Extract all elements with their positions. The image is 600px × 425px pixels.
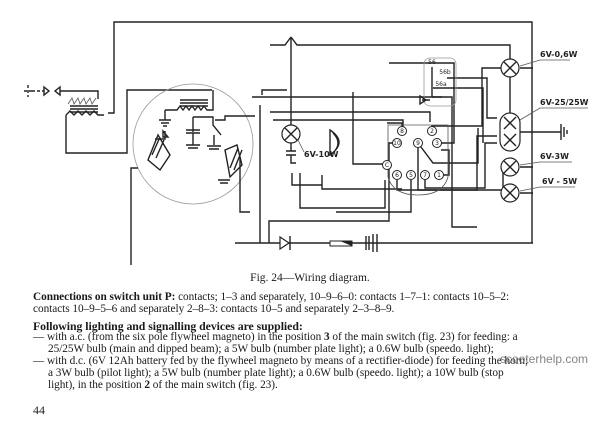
wiring-diagram: 56 56b 56a 8 2 10 9 3C6 5 7 1 bbox=[24, 21, 589, 265]
battery-icon bbox=[365, 234, 378, 252]
lamp-headlight-icon bbox=[499, 112, 521, 152]
dip-switch: 56 56b 56a bbox=[419, 57, 457, 107]
connections-line-1: Connections on switch unit P: contacts; … bbox=[33, 291, 510, 303]
switch-contact-C: C bbox=[382, 160, 392, 170]
svg-text:6V-10W: 6V-10W bbox=[304, 150, 339, 159]
svg-text:8: 8 bbox=[400, 128, 404, 135]
dc-line-2: a 3W bulb (pilot light); a 5W bulb (numb… bbox=[48, 367, 504, 379]
horn-icon bbox=[329, 128, 340, 157]
svg-text:6V-25/25W: 6V-25/25W bbox=[540, 98, 589, 107]
switch-contact-1: 1 bbox=[434, 170, 444, 180]
ac-line-2: 25/25W bulb (main and dipped beam); a 5W… bbox=[48, 343, 494, 355]
ac-line-1: — with a.c. (from the six pole flywheel … bbox=[33, 331, 518, 343]
ignition-coil-icon bbox=[60, 90, 104, 133]
svg-text:56a: 56a bbox=[435, 81, 447, 88]
svg-text:9: 9 bbox=[416, 140, 420, 147]
resistor-icon bbox=[329, 240, 353, 247]
svg-text:1: 1 bbox=[437, 172, 441, 179]
lamp-labels: 6V-0,6W 6V-25/25W 6V-3W 6V - 5W 6V-10W bbox=[297, 50, 589, 192]
spark-plug-icon bbox=[24, 85, 61, 97]
svg-text:3: 3 bbox=[435, 140, 439, 147]
switch-contact-9: 9 bbox=[413, 138, 423, 148]
ground-icon bbox=[560, 124, 568, 140]
svg-text:10: 10 bbox=[393, 140, 401, 147]
connections-line-2: contacts 10–9–5–6 and separately 2–8–3: … bbox=[33, 303, 395, 315]
dc-line-3: light), in the position 2 of the main sw… bbox=[48, 379, 278, 391]
switch-unit-p bbox=[387, 124, 449, 196]
switch-contact-3: 3 bbox=[432, 138, 442, 148]
svg-text:6V-3W: 6V-3W bbox=[540, 152, 569, 161]
dc-line-1: — with d.c. (6V 12Ah battery fed by the … bbox=[33, 355, 529, 367]
lamp-plate-icon bbox=[500, 183, 520, 203]
flywheel-magneto bbox=[130, 83, 255, 265]
watermark: scooterhelp.com bbox=[500, 352, 589, 366]
svg-text:6: 6 bbox=[395, 172, 399, 179]
switch-contact-6: 6 bbox=[392, 170, 402, 180]
switch-contact-2: 2 bbox=[427, 126, 437, 136]
svg-text:56: 56 bbox=[428, 59, 436, 66]
figure-caption: Fig. 24—Wiring diagram. bbox=[250, 272, 370, 284]
svg-text:C: C bbox=[385, 162, 389, 169]
svg-text:2: 2 bbox=[430, 128, 434, 135]
switch-contact-8: 8 bbox=[397, 126, 407, 136]
switch-contact-5: 5 bbox=[406, 170, 416, 180]
svg-text:56b: 56b bbox=[439, 69, 451, 76]
rectifier-diode-icon bbox=[279, 235, 291, 251]
lamp-pilot-icon bbox=[500, 157, 520, 177]
page-number: 44 bbox=[33, 403, 45, 417]
switch-contact-10: 10 bbox=[392, 138, 402, 148]
svg-text:5: 5 bbox=[409, 172, 413, 179]
svg-text:6V - 5W: 6V - 5W bbox=[542, 177, 577, 186]
svg-text:7: 7 bbox=[423, 172, 427, 179]
lamp-speedo-icon bbox=[500, 58, 520, 78]
lamp-stop-icon bbox=[281, 124, 301, 164]
switch-contact-7: 7 bbox=[420, 170, 430, 180]
supplied-heading: Following lighting and signalling device… bbox=[33, 319, 303, 333]
svg-text:6V-0,6W: 6V-0,6W bbox=[540, 50, 578, 59]
